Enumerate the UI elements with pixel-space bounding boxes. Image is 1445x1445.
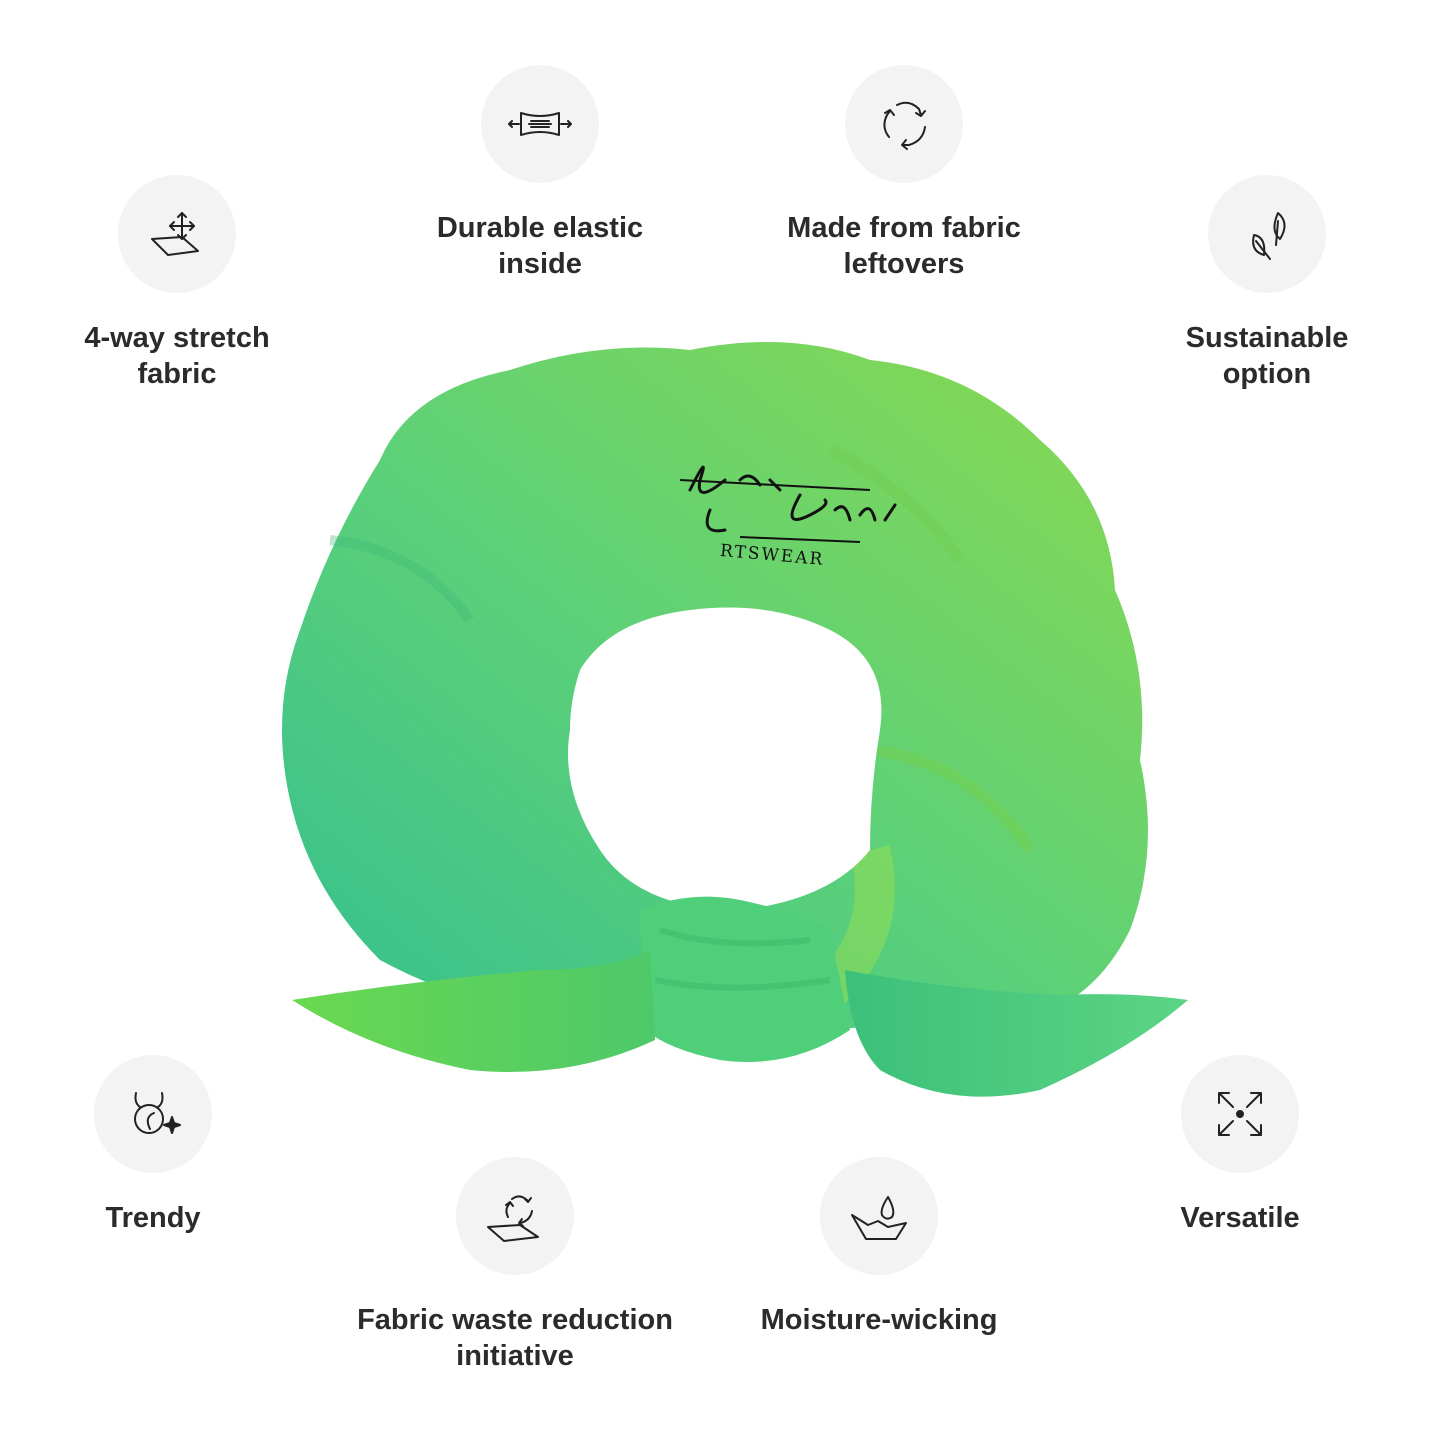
feature-label-leftovers: Made from fabric leftovers: [787, 212, 1021, 280]
feature-label-trendy: Trendy: [105, 1202, 201, 1234]
feature-label-waste: Fabric waste reduction initiative: [357, 1304, 673, 1372]
feature-label-stretch: 4-way stretch fabric: [84, 322, 270, 390]
fabric-recycle-icon: [456, 1157, 574, 1275]
recycle-arrows-icon: [845, 65, 963, 183]
feature-label-moisture: Moisture-wicking: [760, 1304, 998, 1336]
fabric-water-drop-icon: [820, 1157, 938, 1275]
feature-label-elastic: Durable elastic inside: [436, 212, 644, 280]
scrunchie-product-image: RTSWEAR: [270, 330, 1200, 1140]
feature-label-sustainable: Sustainable option: [1185, 322, 1349, 390]
four-way-arrows-fabric-icon: [118, 175, 236, 293]
elastic-band-arrows-icon: [481, 65, 599, 183]
trendy-sparkle-icon: [94, 1055, 212, 1173]
expand-arrows-icon: [1181, 1055, 1299, 1173]
feature-label-versatile: Versatile: [1180, 1202, 1300, 1234]
leaves-icon: [1208, 175, 1326, 293]
